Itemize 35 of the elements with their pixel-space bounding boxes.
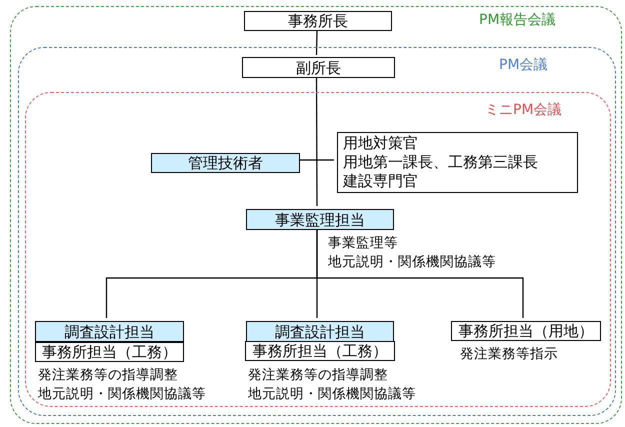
- org-box: [35, 342, 184, 362]
- role-title: 副所長: [296, 58, 341, 76]
- duty-note: 発注業務等の指導調整: [248, 367, 389, 384]
- role-title: 調査設計担当: [275, 322, 365, 340]
- org-box: [246, 321, 394, 342]
- meeting-label: PM報告会議: [479, 12, 556, 28]
- duty-note: 地元説明・関係機関協議等: [38, 386, 206, 403]
- staff-title: 用地対策官: [343, 134, 419, 153]
- org-box: [151, 153, 300, 173]
- org-box: [242, 57, 395, 78]
- org-box: [246, 209, 394, 230]
- duty-note: 事業監理等: [328, 235, 399, 252]
- org-box: [35, 321, 184, 342]
- staff-title: 用地第一課長、工務第三課長: [343, 153, 539, 172]
- role-title: 事務所担当（用地）: [458, 322, 594, 340]
- meeting-label: PM会議: [499, 57, 548, 73]
- role-title: 事務所担当（工務）: [252, 342, 388, 360]
- org-box: [451, 321, 601, 341]
- role-title: 事務所長: [288, 12, 348, 30]
- role-title: 事業監理担当: [275, 210, 365, 228]
- org-box: [244, 11, 392, 31]
- role-title: 事務所担当（工務）: [42, 343, 177, 361]
- duty-note: 発注業務等指示: [460, 346, 558, 363]
- duty-note: 発注業務等の指導調整: [38, 367, 179, 384]
- duty-note: 地元説明・関係機関協議等: [248, 386, 416, 403]
- role-title: 調査設計担当: [64, 322, 154, 340]
- duty-note: 地元説明・関係機関協議等: [328, 254, 496, 271]
- meeting-label: ミニPM会議: [485, 102, 562, 118]
- staff-box: [337, 132, 578, 193]
- org-line: [316, 30, 318, 56]
- staff-title: 建設専門官: [343, 172, 419, 191]
- role-title: 管理技術者: [188, 154, 263, 172]
- org-box: [245, 341, 395, 361]
- org-line: [316, 76, 318, 206]
- meeting-boundary: [25, 92, 611, 407]
